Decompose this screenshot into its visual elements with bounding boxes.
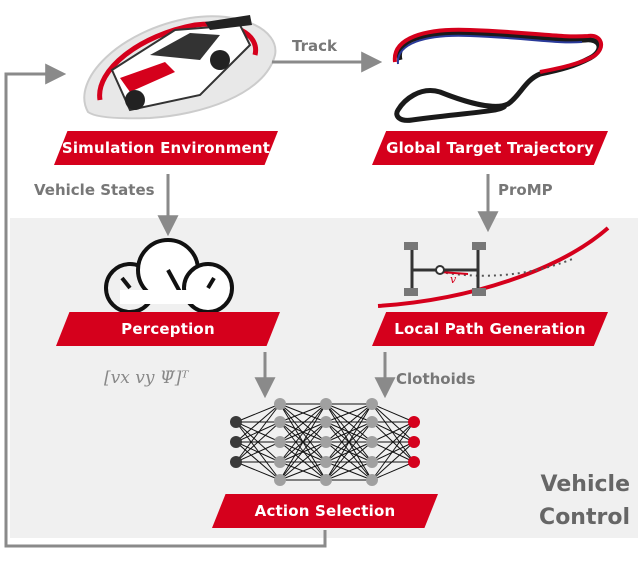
nn-node (408, 456, 420, 468)
velocity-symbol: v (450, 273, 457, 286)
nn-node (366, 416, 378, 428)
nn-edge (325, 403, 373, 463)
state-vector-label: [vx vy Ψ̇]ᵀ (104, 368, 189, 388)
nn-edge (325, 403, 373, 481)
nn-node (230, 436, 242, 448)
nn-edge (371, 421, 415, 463)
nn-node (230, 416, 242, 428)
vehicle-states-label: Vehicle States (34, 181, 155, 199)
vehicle-control-title: Vehicle Control (539, 468, 630, 534)
nn-node (230, 456, 242, 468)
track-label: Track (292, 37, 337, 55)
nn-node (366, 436, 378, 448)
nn-edge (235, 441, 281, 481)
race-car-icon (83, 15, 277, 120)
vehicle-control-line2: Control (539, 505, 630, 530)
vehicle-control-line1: Vehicle (540, 472, 630, 497)
connector-arrows (4, 51, 499, 548)
nn-node (320, 474, 332, 486)
nn-edge (371, 461, 415, 481)
nn-edge (235, 421, 281, 463)
nn-node (320, 456, 332, 468)
nn-edge (235, 403, 281, 463)
promp-label: ProMP (498, 181, 553, 199)
nn-edge (279, 403, 327, 481)
nn-node (274, 416, 286, 428)
nn-edge (325, 403, 373, 423)
nn-edge (235, 403, 281, 423)
neural-network-icon (230, 398, 420, 486)
nn-edge (325, 441, 373, 463)
nn-edge (371, 403, 415, 423)
nn-edge (279, 461, 327, 481)
nn-edge (279, 403, 327, 423)
nn-edge (371, 441, 415, 481)
nn-node (274, 474, 286, 486)
nn-edge (325, 421, 373, 443)
nn-edge (325, 403, 373, 443)
nn-node (320, 398, 332, 410)
nn-node (408, 436, 420, 448)
local-path-generation-label: Local Path Generation (372, 312, 608, 346)
nn-edge (325, 461, 373, 481)
nn-edge (279, 421, 327, 443)
nn-edge (279, 441, 327, 481)
nn-edge (235, 421, 281, 443)
race-track-icon (392, 27, 604, 123)
nn-node (366, 474, 378, 486)
nn-node (366, 398, 378, 410)
nn-edge (235, 421, 281, 481)
nn-edge (371, 403, 415, 463)
nn-node (320, 416, 332, 428)
nn-edge (235, 403, 281, 443)
nn-edge (371, 403, 415, 443)
global-target-trajectory-label: Global Target Trajectory (372, 131, 608, 165)
gauges-icon (104, 238, 234, 314)
vehicle-path-icon: v (377, 226, 610, 308)
nn-node (320, 436, 332, 448)
nn-edge (371, 441, 415, 463)
nn-edge (279, 403, 327, 463)
nn-edge (279, 403, 327, 443)
perception-label: Perception (56, 312, 280, 346)
nn-node (274, 456, 286, 468)
simulation-environment-label: Simulation Environment (54, 131, 278, 165)
feedback-arrow (4, 63, 327, 548)
nn-edge (325, 421, 373, 481)
nn-edge (371, 421, 415, 481)
nn-edge (235, 461, 281, 481)
nn-edge (279, 441, 327, 463)
nn-edge (325, 441, 373, 481)
nn-node (366, 456, 378, 468)
nn-node (408, 416, 420, 428)
nn-node (274, 436, 286, 448)
action-selection-label: Action Selection (212, 494, 438, 528)
nn-edge (371, 421, 415, 443)
clothoids-label: Clothoids (396, 370, 476, 388)
nn-edge (235, 441, 281, 463)
nn-edge (279, 421, 327, 481)
nn-node (274, 398, 286, 410)
